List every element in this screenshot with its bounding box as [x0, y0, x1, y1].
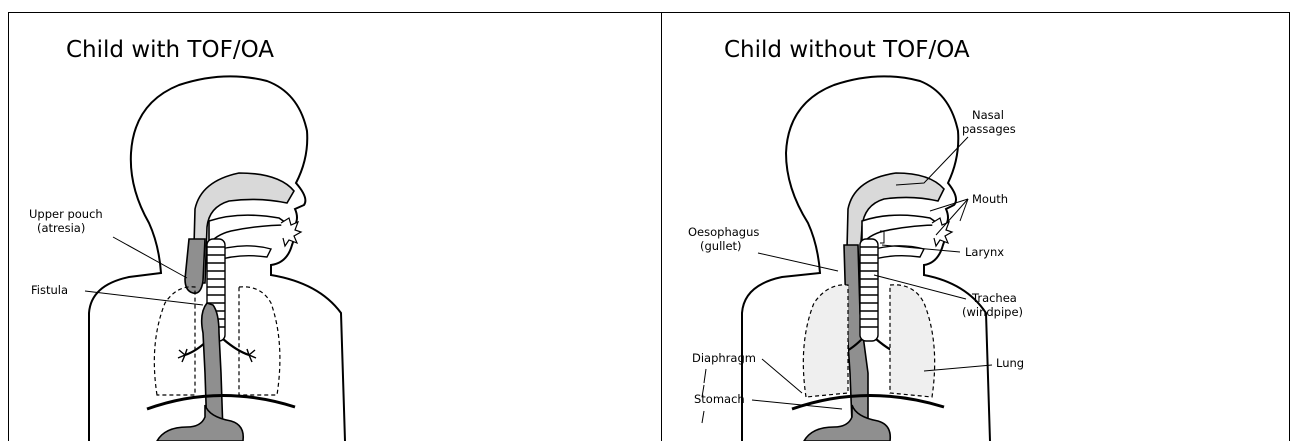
label-trachea: Trachea: [971, 291, 1017, 305]
larynx-bracket: [880, 231, 884, 243]
label-gullet: (gullet): [700, 239, 742, 253]
label-fistula: Fistula: [31, 283, 68, 297]
label-diaphragm: Diaphragm: [692, 351, 756, 365]
label-nasal: Nasal: [972, 108, 1004, 122]
teeth: [932, 218, 952, 246]
label-passages: passages: [962, 122, 1016, 136]
leader-oesophagus: [758, 253, 838, 271]
label-atresia: (atresia): [37, 221, 85, 235]
label-stomach: Stomach: [694, 392, 745, 406]
label-windpipe: (windpipe): [962, 305, 1023, 319]
label-oesophagus: Oesophagus: [688, 225, 759, 239]
label-lung: Lung: [996, 356, 1024, 370]
lung-left: [803, 285, 848, 397]
panel-with-tof-oa: Child with TOF/OA: [9, 13, 661, 441]
child-with-tof-oa-diagram: Upper pouch (atresia) Fistula: [9, 13, 661, 441]
leader-trachea: [874, 275, 966, 299]
stomach: [804, 405, 890, 441]
leader-upper-pouch: [113, 237, 187, 278]
leader-mouth-2: [960, 199, 968, 221]
label-mouth: Mouth: [972, 192, 1008, 206]
teeth: [281, 218, 301, 246]
label-upper-pouch: Upper pouch: [29, 207, 103, 221]
stomach-tick: [702, 411, 704, 423]
stomach: [157, 405, 243, 441]
upper-pouch: [185, 239, 205, 293]
leader-fistula: [85, 291, 203, 305]
leader-diaphragm: [762, 359, 802, 393]
lung-right: [890, 285, 935, 397]
trachea: [860, 239, 878, 341]
child-without-tof-oa-diagram: Nasal passages Mouth Oesophagus (gullet)…: [662, 13, 1289, 441]
lung-right: [239, 287, 280, 395]
label-larynx: Larynx: [965, 245, 1004, 259]
panel-without-tof-oa: Child without TOF/OA Na: [662, 13, 1289, 441]
diaphragm-tick-1: [704, 369, 706, 383]
